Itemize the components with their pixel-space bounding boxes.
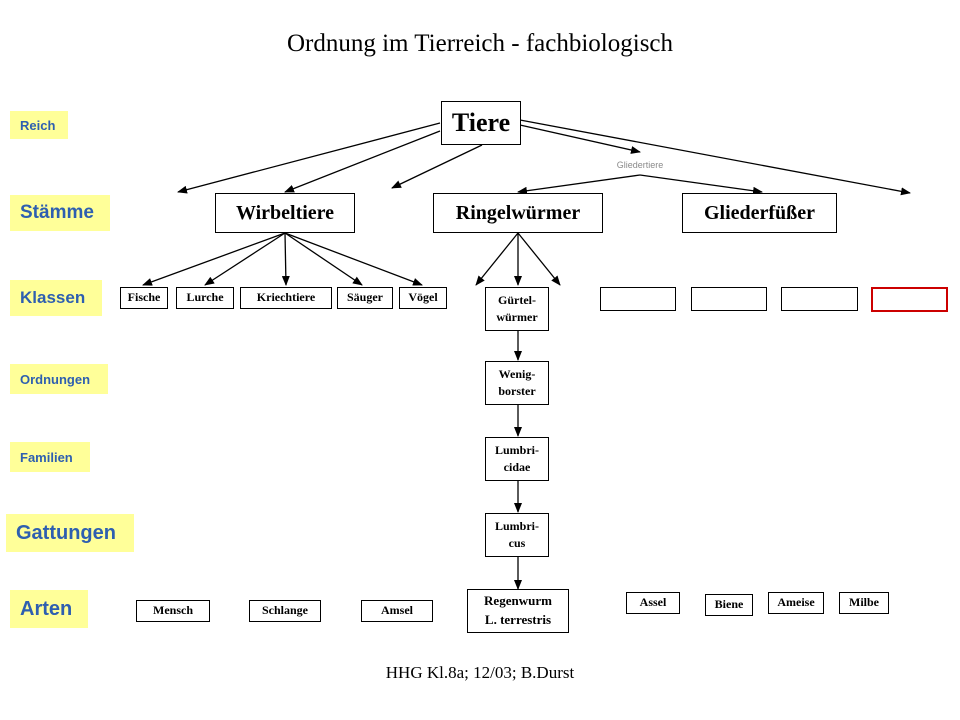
node-mensch: Mensch xyxy=(136,600,210,622)
edge-ringelwuermer-left xyxy=(475,232,519,286)
rank-label-gattungen: Gattungen xyxy=(6,514,134,552)
node-wenigborster-line2: borster xyxy=(498,384,536,398)
edge-tiere-left xyxy=(177,122,441,194)
edge-tiere-wirbeltiere xyxy=(284,130,441,193)
node-guertelwuermer: Gürtel- würmer xyxy=(485,287,549,331)
node-schlange: Schlange xyxy=(249,600,321,622)
node-amsel: Amsel xyxy=(361,600,433,622)
rank-label-ordnungen: Ordnungen xyxy=(10,364,108,394)
node-lumbricidae-line2: cidae xyxy=(503,460,531,474)
rank-label-arten: Arten xyxy=(10,590,88,628)
node-kriechtiere: Kriechtiere xyxy=(240,287,332,309)
node-lurche: Lurche xyxy=(176,287,234,309)
empty-class-box-1 xyxy=(600,287,676,311)
node-ameise: Ameise xyxy=(768,592,824,614)
edge-wirbeltiere-saeuger xyxy=(284,232,363,286)
node-lumbricus: Lumbri- cus xyxy=(485,513,549,557)
node-saeuger: Säuger xyxy=(337,287,393,309)
edge-wirbeltiere-lurche xyxy=(204,232,286,286)
node-lumbricidae: Lumbri- cidae xyxy=(485,437,549,481)
node-fische: Fische xyxy=(120,287,168,309)
page-title: Ordnung im Tierreich - fachbiologisch xyxy=(286,30,674,57)
node-lumbricus-line1: Lumbri- xyxy=(494,518,539,533)
edge-wirbeltiere-voegel xyxy=(284,232,423,286)
node-lumbricus-line2: cus xyxy=(508,536,526,550)
empty-class-box-highlighted xyxy=(871,287,948,312)
rank-label-reich: Reich xyxy=(10,111,68,139)
node-assel: Assel xyxy=(626,592,680,614)
empty-class-box-3 xyxy=(781,287,858,311)
node-voegel: Vögel xyxy=(399,287,447,309)
node-wenigborster: Wenig- borster xyxy=(485,361,549,405)
rank-label-familien: Familien xyxy=(10,442,90,472)
node-regenwurm: Regenwurm L. terrestris xyxy=(467,589,569,633)
empty-class-box-2 xyxy=(691,287,767,311)
edge-gliedertiere-ringelwuermer xyxy=(517,174,641,195)
node-guertelwuermer-line2: würmer xyxy=(496,310,538,324)
gliedertiere-label: Gliedertiere xyxy=(616,160,664,170)
edge-tiere-gliedertiere xyxy=(519,124,641,154)
node-lumbricidae-line1: Lumbri- xyxy=(494,442,539,457)
edge-ringelwuermer-right xyxy=(517,232,561,286)
node-biene: Biene xyxy=(705,594,753,616)
edge-tiere-mid xyxy=(391,144,483,189)
node-gliederfuesser: Gliederfüßer xyxy=(682,193,837,233)
edge-wirbeltiere-fische xyxy=(142,232,286,286)
rank-label-staemme: Stämme xyxy=(10,195,110,231)
node-regenwurm-line1: Regenwurm xyxy=(484,593,552,609)
node-milbe: Milbe xyxy=(839,592,889,614)
footer-credit: HHG Kl.8a; 12/03; B.Durst xyxy=(385,663,575,682)
edge-tiere-right xyxy=(519,119,911,196)
edge-gliedertiere-gliederfuesser xyxy=(639,174,763,195)
node-guertelwuermer-line1: Gürtel- xyxy=(498,292,536,307)
node-tiere: Tiere xyxy=(441,101,521,145)
edge-wirbeltiere-kriechtiere xyxy=(281,232,290,286)
node-wirbeltiere: Wirbeltiere xyxy=(215,193,355,233)
node-ringelwuermer: Ringelwürmer xyxy=(433,193,603,233)
rank-label-klassen: Klassen xyxy=(10,280,102,316)
node-regenwurm-line2: L. terrestris xyxy=(484,612,552,627)
node-wenigborster-line1: Wenig- xyxy=(498,366,536,381)
